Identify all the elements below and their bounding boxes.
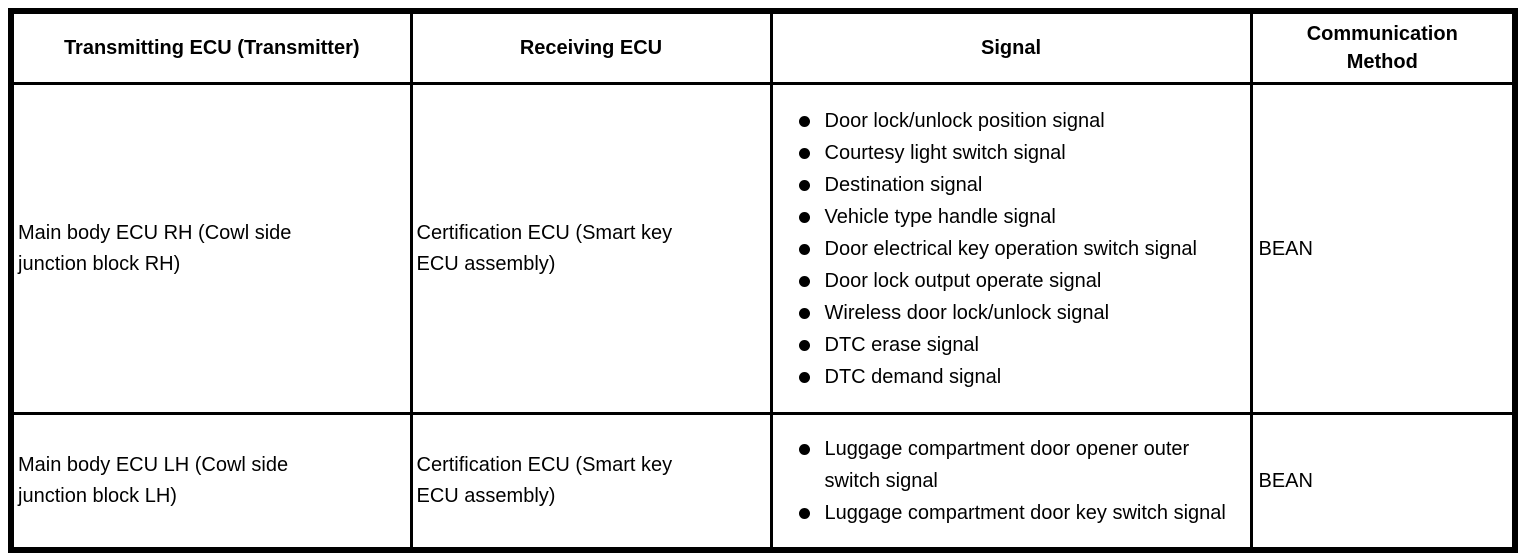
bullet-icon — [798, 211, 810, 223]
column-header-label: Signal — [980, 37, 1041, 59]
bullet-icon — [798, 507, 810, 519]
bullet-icon — [798, 371, 810, 383]
receiving-ecu-value: Certification ECU (Smart key ECU assembl… — [416, 453, 673, 507]
communication-method-cell: BEAN — [1249, 412, 1517, 551]
column-header-communication-method: Communication Method — [1249, 9, 1517, 85]
bullet-icon — [798, 443, 810, 455]
bullet-icon — [798, 179, 810, 191]
signal-text: Vehicle type handle signal — [824, 205, 1056, 228]
signal-text: Luggage compartment door opener outer sw… — [824, 437, 1190, 492]
column-header-receiving-ecu: Receiving ECU — [409, 9, 773, 85]
signal-text: DTC demand signal — [824, 365, 1002, 388]
bullet-icon — [798, 243, 810, 255]
ecu-communication-table: Transmitting ECU (Transmitter) Receiving… — [8, 8, 1518, 553]
transmitting-ecu-value: Main body ECU LH (Cowl side junction blo… — [18, 453, 289, 507]
signal-item: Wireless door lock/unlock signal — [774, 297, 1248, 329]
column-header-label: Receiving ECU — [519, 37, 663, 59]
column-header-signal: Signal — [769, 9, 1253, 85]
signal-text: Courtesy light switch signal — [824, 141, 1066, 164]
transmitting-ecu-cell: Main body ECU RH (Cowl side junction blo… — [9, 82, 413, 415]
table-row: Main body ECU RH (Cowl side junction blo… — [9, 82, 1517, 415]
bullet-icon — [798, 307, 810, 319]
signal-item: Vehicle type handle signal — [774, 201, 1248, 233]
bullet-icon — [798, 147, 810, 159]
bullet-icon — [798, 339, 810, 351]
header-row: Transmitting ECU (Transmitter) Receiving… — [9, 9, 1517, 85]
column-header-label: Communication Method — [1306, 23, 1458, 73]
signal-item: DTC erase signal — [774, 329, 1248, 361]
signal-item: Door lock output operate signal — [774, 265, 1248, 297]
signal-text: Luggage compartment door key switch sign… — [824, 501, 1226, 524]
signal-text: Wireless door lock/unlock signal — [824, 301, 1110, 324]
signal-text: Door lock/unlock position signal — [824, 109, 1105, 132]
column-header-label: Transmitting ECU (Transmitter) — [63, 37, 360, 59]
signal-cell: Luggage compartment door opener outer sw… — [769, 412, 1253, 551]
receiving-ecu-value: Certification ECU (Smart key ECU assembl… — [416, 221, 673, 275]
transmitting-ecu-cell: Main body ECU LH (Cowl side junction blo… — [9, 412, 413, 551]
signal-list: Luggage compartment door opener outer sw… — [774, 433, 1248, 529]
signal-item: Luggage compartment door opener outer sw… — [774, 433, 1248, 497]
transmitting-ecu-value: Main body ECU RH (Cowl side junction blo… — [18, 221, 292, 275]
communication-method-cell: BEAN — [1249, 82, 1517, 415]
signal-item: Destination signal — [774, 169, 1248, 201]
signal-text: DTC erase signal — [824, 333, 980, 356]
signal-item: Door electrical key operation switch sig… — [774, 233, 1248, 265]
signal-item: DTC demand signal — [774, 361, 1248, 393]
signal-item: Door lock/unlock position signal — [774, 105, 1248, 137]
bullet-icon — [798, 275, 810, 287]
receiving-ecu-cell: Certification ECU (Smart key ECU assembl… — [409, 82, 773, 415]
signal-text: Door lock output operate signal — [824, 269, 1102, 292]
signal-item: Luggage compartment door key switch sign… — [774, 497, 1248, 529]
table-row: Main body ECU LH (Cowl side junction blo… — [9, 412, 1517, 551]
signal-item: Courtesy light switch signal — [774, 137, 1248, 169]
column-header-transmitting-ecu: Transmitting ECU (Transmitter) — [9, 9, 413, 85]
signal-text: Destination signal — [824, 173, 983, 196]
signal-text: Door electrical key operation switch sig… — [824, 237, 1197, 260]
bullet-icon — [798, 115, 810, 127]
receiving-ecu-cell: Certification ECU (Smart key ECU assembl… — [409, 412, 773, 551]
communication-method-value: BEAN — [1258, 237, 1313, 260]
communication-method-value: BEAN — [1258, 469, 1313, 492]
